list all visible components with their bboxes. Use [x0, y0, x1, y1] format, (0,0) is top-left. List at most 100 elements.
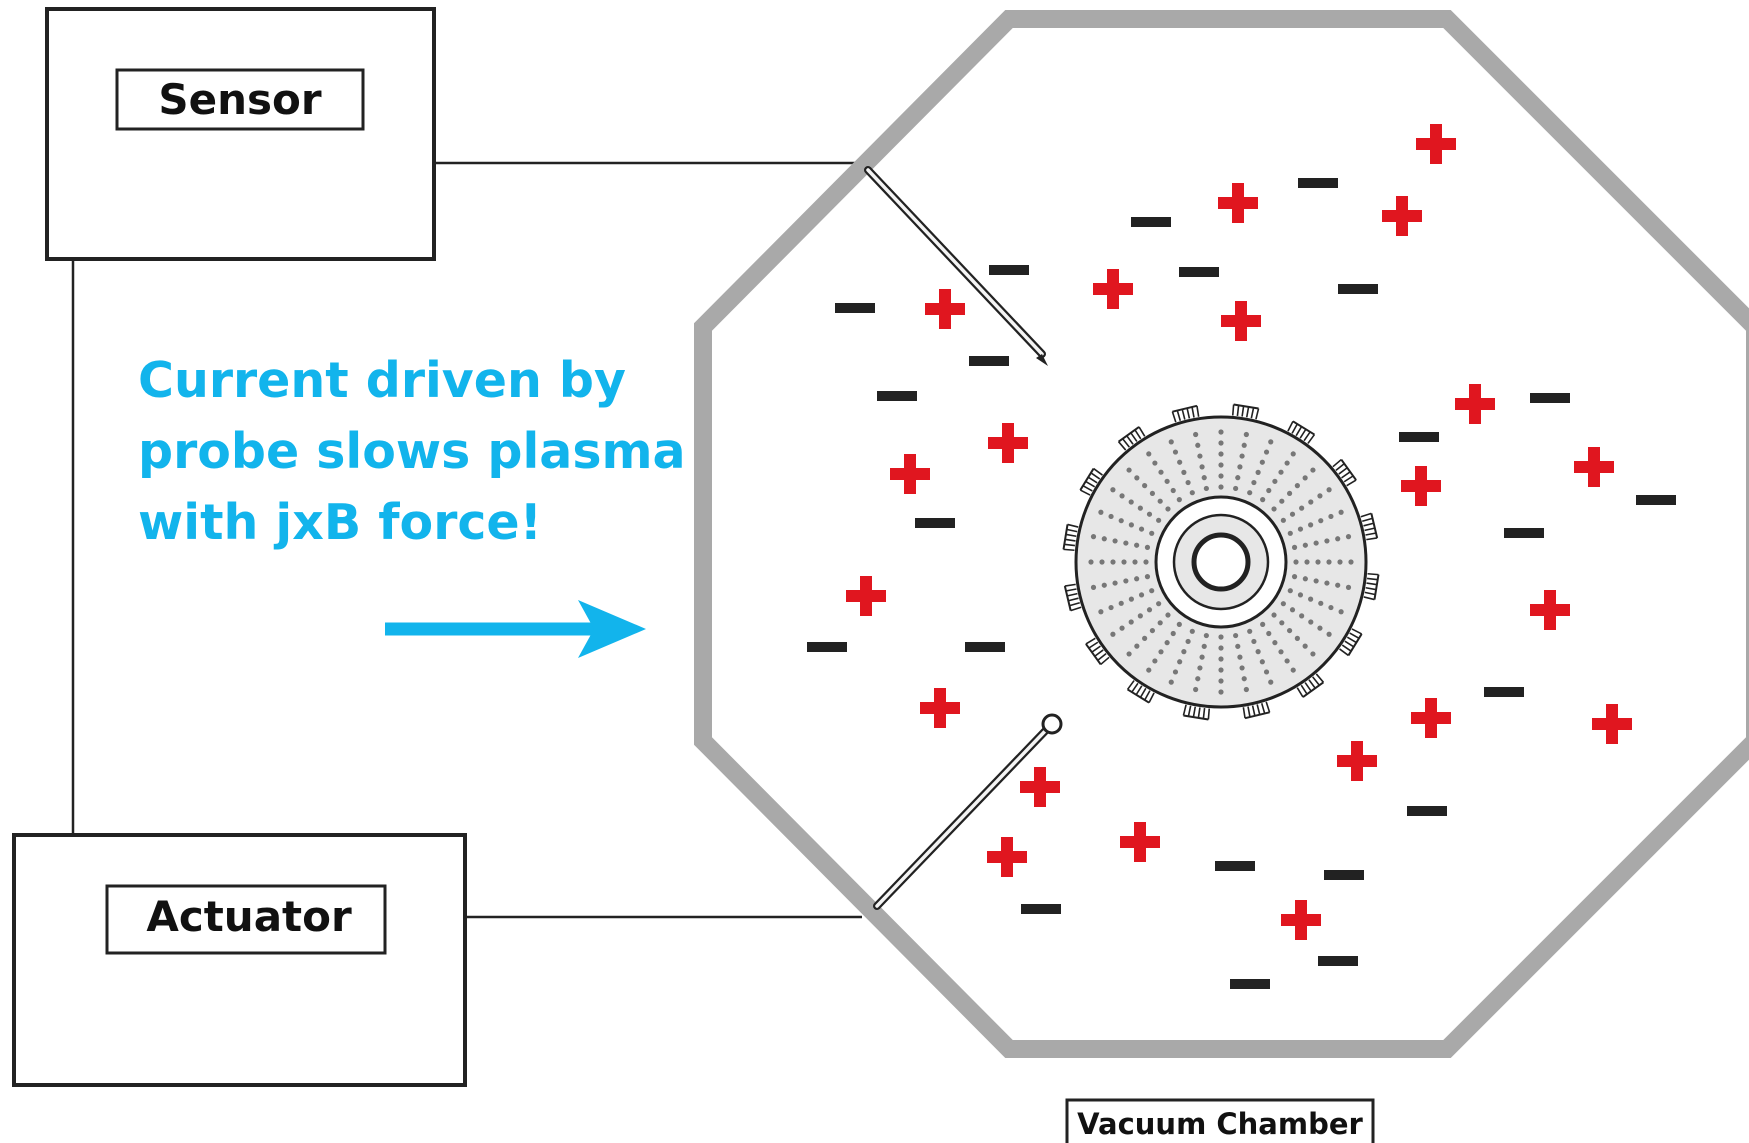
device-rim-tooth-cluster	[1171, 404, 1200, 423]
device-dot	[1218, 462, 1224, 468]
device-dot	[1308, 522, 1314, 528]
device-dot	[1110, 487, 1116, 493]
device-dot	[1279, 498, 1285, 504]
device-dot	[1181, 649, 1187, 655]
positive-charge-icon	[1592, 704, 1632, 744]
device-dot	[1299, 505, 1305, 511]
device-center-hole	[1191, 532, 1251, 592]
device-dot	[1149, 490, 1156, 497]
negative-charge-icon	[1298, 178, 1338, 188]
sensor-label-frame	[115, 68, 365, 131]
device-dot	[1302, 542, 1308, 548]
negative-charge-icon	[1131, 217, 1171, 227]
device-dot	[1126, 467, 1132, 473]
device-dot	[1101, 536, 1107, 542]
device-dot	[1164, 478, 1170, 484]
device-dot	[1266, 487, 1272, 494]
device-dot	[1287, 530, 1293, 536]
negative-charge-icon	[1484, 687, 1524, 697]
device-dot	[1294, 483, 1300, 489]
device-rim-tooth-cluster	[1231, 403, 1260, 420]
device-dot	[1315, 559, 1321, 565]
device-dot	[1138, 526, 1145, 532]
device-dot	[1308, 619, 1314, 625]
device-dot	[1098, 509, 1104, 515]
vacuum-chamber-caption: Vacuum Chamber	[1065, 1098, 1375, 1143]
device-dot	[1218, 645, 1224, 651]
device-dot	[1291, 574, 1298, 580]
device-dot	[1308, 596, 1314, 602]
device-dot	[1199, 464, 1205, 470]
device-rim-tooth-cluster	[1287, 420, 1316, 444]
device-dot	[1328, 604, 1334, 611]
device-dot	[1328, 513, 1334, 520]
device-dot	[1247, 490, 1253, 496]
device-dot	[1176, 621, 1182, 627]
device-dot	[1289, 607, 1296, 613]
device-dot	[1108, 604, 1114, 611]
device-dot	[1170, 630, 1176, 637]
device-dot	[1337, 559, 1343, 565]
device-dot	[1143, 559, 1149, 565]
device-dot	[1324, 580, 1330, 586]
device-dot	[1152, 658, 1158, 664]
device-dot	[1338, 509, 1344, 515]
positive-charge-icon	[1530, 590, 1570, 630]
device-dot	[1149, 530, 1155, 536]
device-dot	[1255, 469, 1261, 475]
device-dot	[1294, 635, 1300, 641]
device-rim-tooth-cluster	[1079, 467, 1103, 496]
device-dot	[1299, 613, 1305, 619]
positive-charge-icon	[920, 688, 960, 728]
annotation: Current driven by probe slows plasma wit…	[138, 352, 686, 658]
device-dot	[1318, 600, 1324, 606]
device-dot	[1235, 643, 1241, 649]
device-dot	[1126, 651, 1132, 657]
device-dot	[1110, 631, 1116, 637]
positive-charge-icon	[1120, 822, 1160, 862]
connection-wires	[71, 161, 862, 919]
device-dot	[1090, 534, 1097, 540]
positive-charge-icon	[1281, 900, 1321, 940]
positive-charge-icon	[1218, 183, 1258, 223]
device-dot	[1197, 453, 1203, 459]
device-rim-tooth-cluster	[1062, 523, 1079, 552]
actuator-label: Actuator	[146, 892, 352, 941]
device-dot	[1326, 487, 1332, 493]
device-dot	[1278, 649, 1284, 655]
device-dot	[1287, 588, 1293, 594]
arrow-right-icon	[385, 600, 646, 658]
device-dot	[1201, 643, 1207, 649]
device-rim-tooth-cluster	[1242, 701, 1271, 720]
device-dot	[1137, 613, 1143, 619]
device-dot	[1255, 649, 1261, 655]
device-dot	[1293, 559, 1299, 565]
device-dot	[1172, 669, 1179, 675]
device-rim-tooth-cluster	[1182, 704, 1211, 721]
device-dot	[1134, 576, 1140, 582]
device-dot	[1239, 665, 1245, 671]
device-rim-tooth-cluster	[1363, 572, 1380, 601]
device-dot	[1177, 659, 1183, 665]
device-dot	[1263, 449, 1270, 455]
device-dot	[1195, 442, 1201, 448]
positive-charge-icon	[1574, 447, 1614, 487]
positive-charge-icon	[1337, 741, 1377, 781]
positive-charge-icon	[1093, 269, 1133, 309]
device-dot	[1146, 667, 1152, 673]
negative-charge-icon	[1636, 495, 1676, 505]
device-dot	[1142, 635, 1148, 641]
device-dot	[1149, 588, 1155, 594]
negative-charge-icon	[1530, 393, 1570, 403]
negative-charge-icon	[1324, 870, 1364, 880]
device-dot	[1144, 544, 1151, 550]
device-dot	[1268, 439, 1274, 445]
device-dot	[1279, 620, 1285, 626]
device-dot	[1304, 559, 1310, 565]
device-dot	[1098, 609, 1104, 615]
device-dot	[1144, 574, 1151, 580]
device-rim-tooth-cluster	[1117, 426, 1146, 451]
device-dot	[1345, 534, 1352, 540]
positive-charge-icon	[890, 454, 930, 494]
device-dot	[1291, 544, 1298, 550]
